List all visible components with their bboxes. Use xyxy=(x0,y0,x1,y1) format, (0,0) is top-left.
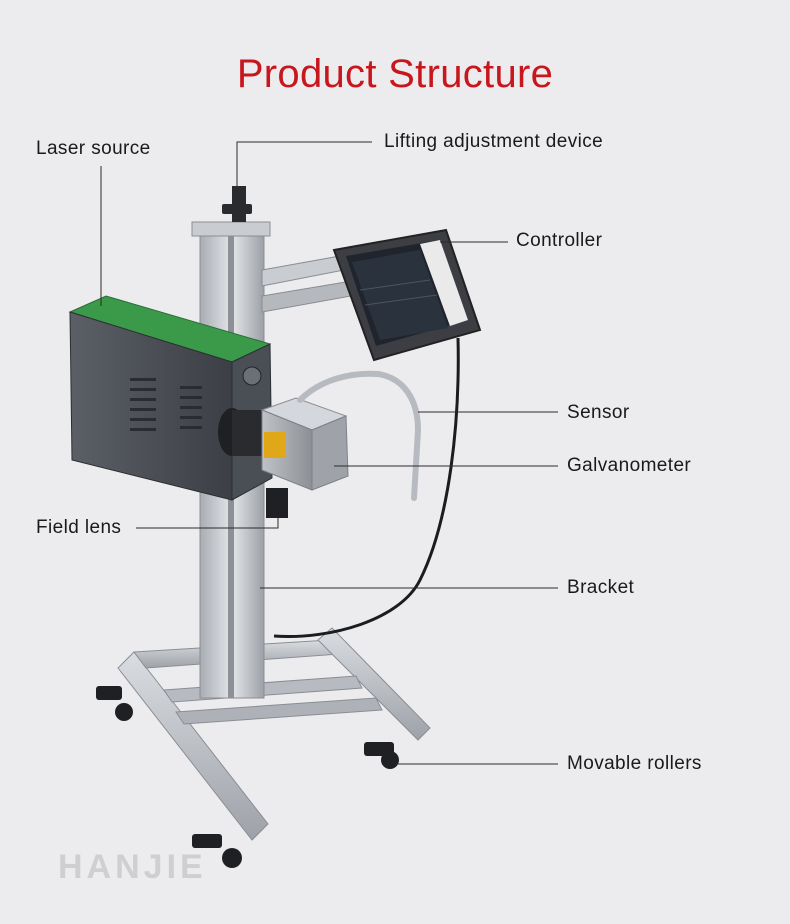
sensor-gooseneck xyxy=(297,370,422,501)
lifting-knob xyxy=(222,186,252,222)
controller-cable xyxy=(273,337,460,638)
leader-lines xyxy=(100,141,558,765)
label-lifting-adjustment-device: Lifting adjustment device xyxy=(384,131,604,152)
controller-screen xyxy=(332,228,482,362)
field-lens xyxy=(266,488,288,518)
label-controller: Controller xyxy=(516,230,603,251)
label-bracket: Bracket xyxy=(567,577,635,598)
label-sensor: Sensor xyxy=(567,402,630,423)
caster-rollers xyxy=(96,686,399,868)
label-galvanometer: Galvanometer xyxy=(567,455,692,476)
page-title: Product Structure xyxy=(236,52,554,96)
brand-watermark: HANJIE xyxy=(58,848,207,886)
galvanometer-head xyxy=(218,397,349,491)
laser-source-box xyxy=(68,295,273,501)
label-field-lens: Field lens xyxy=(36,517,122,538)
label-movable-rollers: Movable rollers xyxy=(567,753,702,774)
base-frame xyxy=(117,627,431,841)
label-laser-source: Laser source xyxy=(36,138,151,159)
